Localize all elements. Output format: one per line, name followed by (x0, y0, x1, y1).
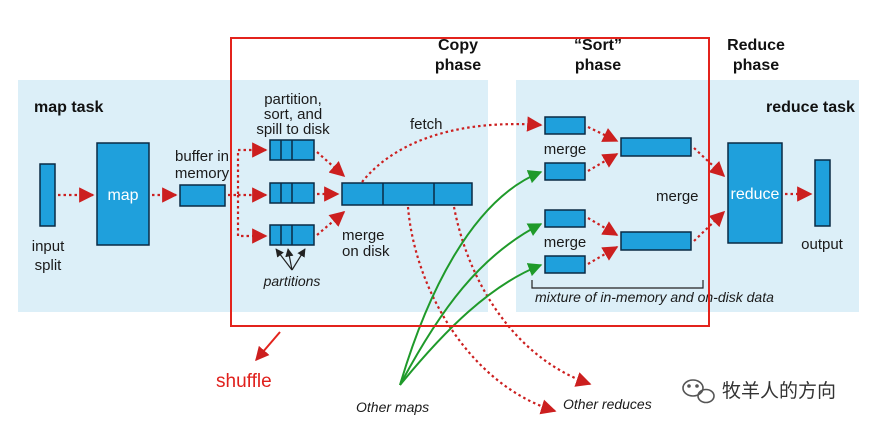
fetch-arrow (361, 116, 543, 183)
output-box (814, 159, 831, 227)
wechat-icon (682, 379, 715, 404)
sort-phase-line1: “Sort” (574, 37, 622, 54)
reduce-box-label: reduce (731, 186, 780, 203)
other-reduces-label: Other reduces (563, 396, 652, 412)
buffer-label-line2: memory (175, 165, 230, 182)
reduce-flow-arrows (587, 126, 813, 265)
copied-segment-4 (544, 255, 586, 274)
buffer-box (179, 184, 226, 207)
merged-segment-top (620, 137, 692, 157)
input-split-box (39, 163, 56, 227)
other-maps-arrows (399, 170, 543, 386)
mixture-label: mixture of in-memory and on-disk data (535, 289, 774, 305)
buffer-label-line1: buffer in (175, 148, 229, 165)
partitions-pointers (275, 248, 306, 271)
spill-file-3 (269, 224, 315, 246)
map-task-title: map task (34, 99, 103, 116)
map-flow-arrows (58, 142, 346, 244)
partition-label-line1: partition, (264, 91, 322, 108)
copy-phase-line2: phase (435, 57, 481, 74)
merged-map-output (341, 182, 473, 206)
merged-segment-bottom (620, 231, 692, 251)
fetch-label: fetch (410, 116, 443, 133)
merge-on-disk-line1: merge (342, 227, 385, 244)
map-box-label: map (107, 187, 138, 204)
shuffle-highlight-box (230, 37, 710, 327)
sort-phase-line2: phase (575, 57, 621, 74)
other-maps-label: Other maps (356, 399, 429, 415)
merge-label-right: merge (656, 188, 699, 205)
other-reduces-arrows (406, 206, 592, 415)
reduce-phase-line1: Reduce (727, 37, 785, 54)
reduce-box (727, 142, 783, 244)
mixture-bracket (531, 280, 704, 289)
reduce-task-title: reduce task (766, 99, 855, 116)
partitions-label: partitions (263, 273, 321, 289)
input-split-line1: input (32, 238, 65, 255)
copied-segment-1 (544, 116, 586, 135)
copy-phase-line1: Copy (438, 37, 478, 54)
reduce-phase-line2: phase (733, 57, 779, 74)
output-label: output (801, 236, 844, 253)
shuffle-pointer (255, 331, 281, 362)
merge-label-bottom: merge (544, 234, 587, 251)
map-box (96, 142, 150, 246)
spill-file-2 (269, 182, 315, 204)
shuffle-label: shuffle (216, 371, 272, 392)
input-split-line2: split (35, 257, 63, 274)
copied-segment-3 (544, 209, 586, 228)
merge-on-disk-line2: on disk (342, 243, 390, 260)
partition-label-line2: sort, and (264, 106, 322, 123)
partition-label-line3: spill to disk (256, 121, 330, 138)
watermark-text: 牧羊人的方向 (722, 380, 836, 402)
spill-file-1 (269, 139, 315, 161)
merge-label-top: merge (544, 141, 587, 158)
copied-segment-2 (544, 162, 586, 181)
